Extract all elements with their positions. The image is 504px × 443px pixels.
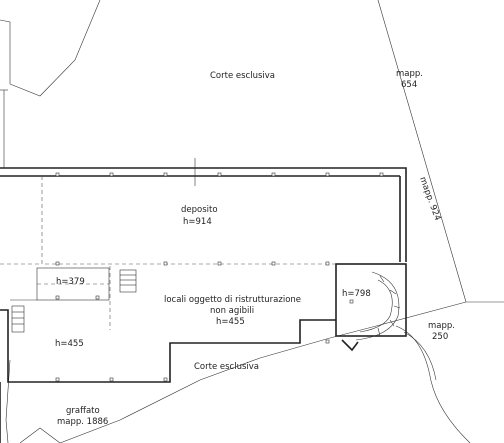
label-h914: h=914: [183, 217, 212, 227]
label-mapp250-a: mapp.: [428, 321, 455, 331]
label-h798: h=798: [342, 289, 371, 299]
label-locali-1: locali oggetto di ristrutturazione: [164, 295, 301, 305]
label-h455-b: h=455: [55, 339, 84, 349]
building-outline: [0, 89, 407, 443]
labels: Corte esclusiva mapp. 654 mapp. 924 depo…: [55, 69, 455, 427]
label-mapp924: mapp. 924: [417, 176, 442, 223]
stairs: [11, 269, 401, 352]
label-h455-a: h=455: [216, 317, 245, 327]
label-locali-2: non agibili: [210, 306, 254, 316]
label-deposito: deposito: [181, 205, 218, 215]
label-mapp654-a: mapp.: [396, 69, 423, 79]
road-curves: [395, 325, 471, 443]
label-mapp654-b: 654: [401, 80, 417, 90]
label-corte-top: Corte esclusiva: [210, 71, 275, 81]
label-mapp1886: mapp. 1886: [57, 417, 108, 427]
label-h379: h=379: [56, 277, 85, 287]
label-mapp250-b: 250: [432, 332, 448, 342]
columns: [55, 172, 384, 382]
interior-partitions: [0, 176, 407, 337]
label-corte-bottom: Corte esclusiva: [194, 362, 259, 372]
label-graffato: graffato: [66, 406, 100, 416]
